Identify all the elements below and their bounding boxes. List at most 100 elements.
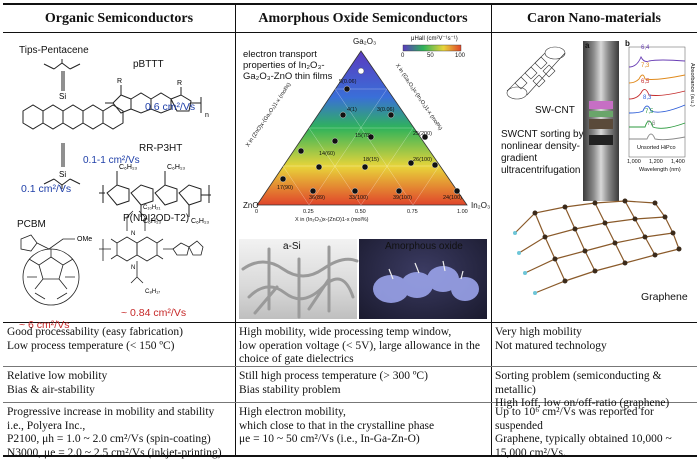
organic-structures-figure: Tips-Pentacene Si Si 0.1-1 cm²/Vs pBTTT	[3, 33, 235, 331]
text-line: μe = 10 ~ 50 cm²/Vs (i.e., In-Ga-Zn-O)	[239, 433, 420, 445]
pcbm-mobility: ~ 6 cm²/Vs	[19, 319, 70, 331]
spectrum-label: 7,5	[645, 109, 654, 115]
pbttt-structure: R R n	[105, 78, 209, 119]
bottom-tick: 0.75	[407, 209, 418, 215]
text-line: Bias & air-stability	[7, 383, 95, 396]
text-line: Good processability (easy fabrication)	[7, 326, 183, 338]
bottom-tick: 0	[255, 209, 259, 215]
bottom-tick: 0.50	[355, 209, 366, 215]
carbon-advantages-cell: Very high mobility Not matured technolog…	[491, 323, 697, 367]
text-line: Bias stability problem	[239, 383, 341, 396]
p3ht-structure: C₆H₁₃ C₆H₁₃ C₆H₁₃ C₆H₁₃	[99, 164, 211, 225]
column-divider	[235, 5, 236, 455]
x-tick: 1,400	[671, 159, 685, 165]
amorphous-oxide-label: Amorphous oxide	[385, 241, 463, 252]
swcnt-sorting-caption: SWCNT sorting by nonlinear density-gradi…	[501, 129, 584, 176]
text-line: P2100, μh = 1.0 ~ 2.0 cm²/Vs (spin-coati…	[7, 433, 211, 445]
svg-text:OMe: OMe	[77, 236, 92, 243]
svg-text:C₈H₁₇: C₈H₁₇	[145, 289, 160, 295]
svg-text:Si: Si	[59, 92, 66, 101]
absorbance-spectra	[628, 46, 686, 158]
pcbm-structure: OMe	[20, 234, 92, 306]
graphene-label: Graphene	[641, 291, 688, 303]
header-oxide: Amorphous Oxide Semiconductors	[235, 5, 491, 33]
text-line: N3000, μe = 2.0 ~ 2.5 cm²/Vs (inkjet-pri…	[7, 446, 222, 459]
colorbar-tick-50: 50	[427, 53, 434, 59]
text-line: i.e., Polyera Inc.,	[7, 419, 86, 432]
text-line: Still high process temperature (> 300 ºC…	[239, 370, 428, 382]
spectrum-label: 8,3	[643, 95, 652, 101]
pbttt-name: pBTTT	[133, 59, 164, 70]
svg-text:N: N	[131, 265, 135, 271]
oxide-progress-cell: High electron mobility, which close to t…	[235, 403, 491, 459]
text-line: High mobility, wide processing temp wind…	[239, 326, 452, 338]
text-line: choice of gate dielectrics	[239, 353, 354, 365]
organic-advantages-cell: Good processability (easy fabrication) L…	[3, 323, 235, 367]
text-line: Sorting problem (semiconducting & metall…	[495, 370, 662, 396]
centrifuge-tube-photo	[583, 41, 619, 201]
apex-top-label: Ga₂O₃	[353, 37, 377, 46]
pcbm-name: PCBM	[17, 219, 46, 230]
svg-text:R: R	[117, 78, 122, 85]
svg-text:C₆H₁₃: C₆H₁₃	[167, 164, 185, 171]
bottom-axis-label: X in (In₂O₃)x-(ZnO)1-x (mol%)	[295, 217, 369, 223]
text-line: Relative low mobility	[7, 370, 108, 382]
svg-text:C₆H₁₃: C₆H₁₃	[191, 218, 209, 225]
point-label: 3(0.06)	[377, 107, 395, 113]
x-tick: 1,200	[649, 159, 663, 165]
point-label: 4(1)	[347, 107, 357, 113]
text-line: Not matured technology	[495, 339, 607, 352]
a-si-network-image	[239, 239, 359, 319]
point-label: 36(89)	[309, 195, 325, 201]
tips-pentacene-structure: Si Si	[22, 59, 124, 189]
colorbar-tick-100: 100	[455, 53, 466, 59]
point-label: 33(100)	[349, 195, 368, 201]
p3ht-mobility: 0.1 cm²/Vs	[21, 183, 72, 195]
spectrum-label: 7,6	[647, 121, 656, 127]
spectrum-label: 6,4	[641, 45, 650, 51]
text-line: High Ioff, low on/off-ratio (graphene)	[495, 397, 670, 409]
pndi-name: P(NDI2OD-T2)	[123, 213, 190, 224]
text-line: low operation voltage (< 5V), large allo…	[239, 339, 480, 352]
x-axis-label: Wavelength (nm)	[639, 167, 681, 173]
header-carbon: Caron Nano-materials	[491, 5, 697, 33]
oxide-caption: electron transport properties of In₂O₃-G…	[243, 49, 333, 82]
swcnt-label: SW-CNT	[535, 105, 575, 116]
pndi-structure: C₁₀H₂₁ C₈H₁₇ N N	[99, 205, 204, 295]
svg-text:C₆H₁₃: C₆H₁₃	[143, 218, 161, 225]
text-line: Progressive increase in mobility and sta…	[7, 406, 215, 418]
spectrum-label: 7,3	[641, 63, 650, 69]
oxide-drawbacks-cell: Still high process temperature (> 300 ºC…	[235, 367, 491, 403]
carbon-figure: SW-CNT SWCNT sorting by nonlinear densit…	[491, 33, 697, 323]
amorphous-oxide-image	[359, 239, 487, 319]
point-label: 24(100)	[443, 195, 462, 201]
point-label: 15(70)	[355, 133, 371, 139]
svg-text:R: R	[177, 80, 182, 87]
point-label: 5(0.06)	[339, 79, 357, 85]
text-line: which close to that in the crystalline p…	[239, 419, 435, 432]
point-label: 17(90)	[277, 185, 293, 191]
tips-pentacene-mobility: 0.1-1 cm²/Vs	[83, 155, 140, 166]
apex-left-label: ZnO	[243, 201, 259, 210]
text-line: Low process temperature (< 150 ºC)	[7, 339, 175, 352]
graphene-lattice-drawing	[513, 198, 682, 295]
svg-text:N: N	[131, 231, 135, 237]
pndi-mobility: ~ 0.84 cm²/Vs	[121, 307, 187, 319]
point-label: 18(15)	[363, 157, 379, 163]
text-line: High electron mobility,	[239, 406, 346, 418]
organic-drawbacks-cell: Relative low mobility Bias & air-stabili…	[3, 367, 235, 403]
text-line: Very high mobility	[495, 326, 582, 338]
tips-pentacene-name: Tips-Pentacene	[19, 45, 89, 56]
colorbar-label: μHall (cm²V⁻¹s⁻¹)	[411, 36, 458, 42]
text-line: Up to 10⁶ cm²/Vs was reported for suspen…	[495, 406, 654, 432]
x-tick: 1,000	[627, 159, 641, 165]
carbon-progress-cell: Up to 10⁶ cm²/Vs was reported for suspen…	[491, 403, 697, 459]
organic-progress-cell: Progressive increase in mobility and sta…	[3, 403, 235, 459]
panel-b-label: b	[625, 39, 630, 48]
a-si-label: a-Si	[283, 241, 301, 252]
bottom-tick: 1.00	[457, 209, 468, 215]
colorbar-tick-0: 0	[401, 53, 405, 59]
text-line: 15,000 cm²/Vs.	[495, 446, 566, 459]
point-label: 25(200)	[413, 131, 432, 137]
svg-text:n: n	[205, 112, 209, 119]
